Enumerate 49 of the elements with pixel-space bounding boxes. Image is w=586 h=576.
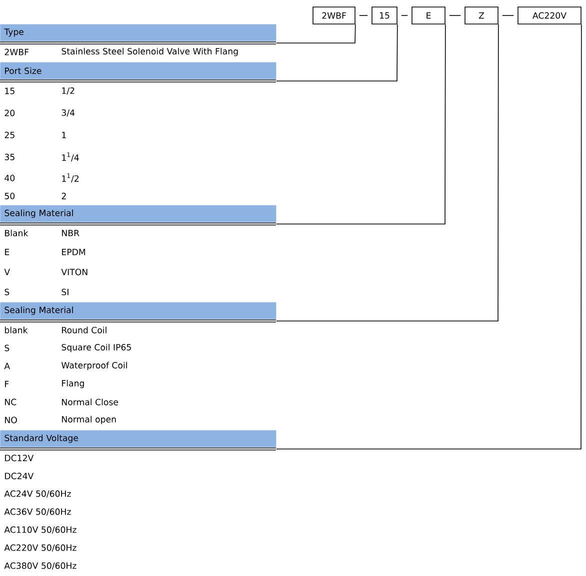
connector-line — [359, 15, 368, 16]
table-text: E — [5, 248, 10, 256]
code-box: 2WBF — [312, 6, 356, 24]
table-text: 15 — [5, 88, 14, 94]
table-text: 2WBF — [4, 48, 29, 56]
code-box: E — [412, 6, 446, 24]
code-box: Z — [464, 6, 498, 24]
table-text: AC220V 50/60Hz — [4, 544, 76, 552]
table-text: EPDM — [62, 248, 86, 256]
table-text: Waterproof Coil — [61, 362, 127, 370]
table-text: 20 — [4, 110, 15, 116]
leader-line — [276, 24, 499, 322]
table-text: A — [4, 362, 10, 370]
section-header: Sealing Material — [0, 205, 276, 222]
table-text: 1$^{1}$/4 — [62, 152, 79, 162]
table-text: Square Coil IP65 — [62, 344, 131, 352]
table-text: 3/4 — [62, 109, 75, 117]
table-text: Stainless Steel Solenoid Valve With Flang — [62, 48, 238, 56]
table-text: AC24V 50/60Hz — [4, 490, 71, 498]
table-text: 1 — [62, 132, 66, 138]
table-text: AC380V 50/60Hz — [4, 562, 76, 570]
table-text: S — [4, 344, 10, 352]
connector-line — [449, 15, 461, 16]
section-header: Standard Voltage — [0, 430, 276, 448]
connector-line — [401, 15, 408, 16]
code-box: 15 — [372, 6, 398, 24]
table-text: DC24V — [5, 472, 34, 480]
leader-line — [276, 24, 398, 82]
leader-line — [276, 24, 356, 44]
table-text: AC110V 50/60Hz — [4, 526, 76, 534]
table-text: 1$^{1}$/2 — [62, 174, 79, 182]
table-text: Flang — [62, 380, 84, 388]
leader-line — [276, 24, 582, 450]
table-text: 40 — [4, 174, 15, 182]
section-header: Sealing Material — [0, 302, 276, 320]
code-box: AC220V — [518, 6, 582, 24]
leader-line — [276, 24, 446, 224]
table-text: V — [4, 268, 10, 276]
table-text: VITON — [61, 268, 88, 276]
table-text: 25 — [4, 132, 14, 138]
section-header: Port Size — [0, 62, 276, 80]
table-text: Normal Close — [62, 398, 118, 406]
table-text: F — [5, 380, 9, 388]
table-text: 1/2 — [62, 87, 74, 95]
connector-line — [502, 15, 514, 16]
section-header: Type — [0, 24, 276, 42]
table-text: 35 — [4, 154, 14, 160]
table-text: AC36V 50/60Hz — [4, 508, 71, 516]
table-text: NC — [5, 398, 16, 406]
